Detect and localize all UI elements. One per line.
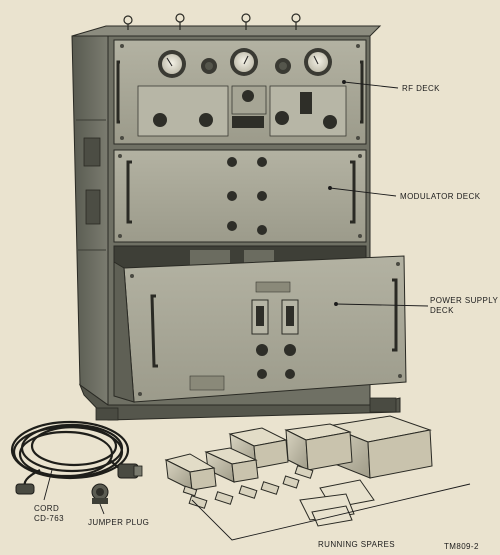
knob-icon	[284, 344, 296, 356]
lifting-eyes	[123, 13, 301, 30]
knob-icon	[242, 90, 254, 102]
knob-icon	[275, 58, 291, 74]
knob-icon	[257, 157, 267, 167]
knob-icon	[199, 113, 213, 127]
running-spares-group	[164, 415, 433, 527]
callout-cord-line2: CD-763	[34, 514, 64, 523]
knob-icon	[257, 369, 267, 379]
knob-icon	[227, 157, 237, 167]
knob-icon	[256, 344, 268, 356]
knob-icon	[227, 191, 237, 201]
spare-box	[164, 453, 217, 491]
knob-icon	[227, 221, 237, 231]
power-supply-deck-panel	[113, 245, 407, 403]
callout-power-supply-deck-line1: POWER SUPPLY	[430, 296, 499, 305]
meter-icon	[158, 50, 186, 78]
spare-part	[182, 465, 314, 509]
knob-icon	[153, 113, 167, 127]
callout-leaders	[43, 80, 471, 541]
callout-cord-line1: CORD	[34, 504, 60, 513]
jumper-plug-icon	[91, 483, 109, 504]
knob-icon	[275, 111, 289, 125]
rf-deck-panel	[113, 39, 367, 145]
spare-box	[204, 447, 259, 483]
meter-icon	[230, 48, 258, 76]
cord-coil	[10, 420, 130, 489]
callout-power-supply-deck-line2: DECK	[430, 306, 454, 315]
callout-rf-deck: RF DECK	[402, 84, 440, 93]
callout-jumper-plug: JUMPER PLUG	[88, 518, 150, 527]
meter-icon	[304, 48, 332, 76]
callout-modulator-deck: MODULATOR DECK	[400, 192, 481, 201]
spare-box	[284, 423, 353, 471]
knob-icon	[257, 191, 267, 201]
callout-running-spares: RUNNING SPARES	[318, 540, 396, 549]
cord-plug-icon	[15, 463, 143, 495]
modulator-deck-panel	[113, 149, 367, 243]
spare-envelope	[299, 479, 375, 527]
knob-icon	[323, 115, 337, 129]
knob-icon	[201, 58, 217, 74]
knob-icon	[257, 225, 267, 235]
figure-id: TM809-2	[444, 542, 479, 551]
knob-icon	[285, 369, 295, 379]
